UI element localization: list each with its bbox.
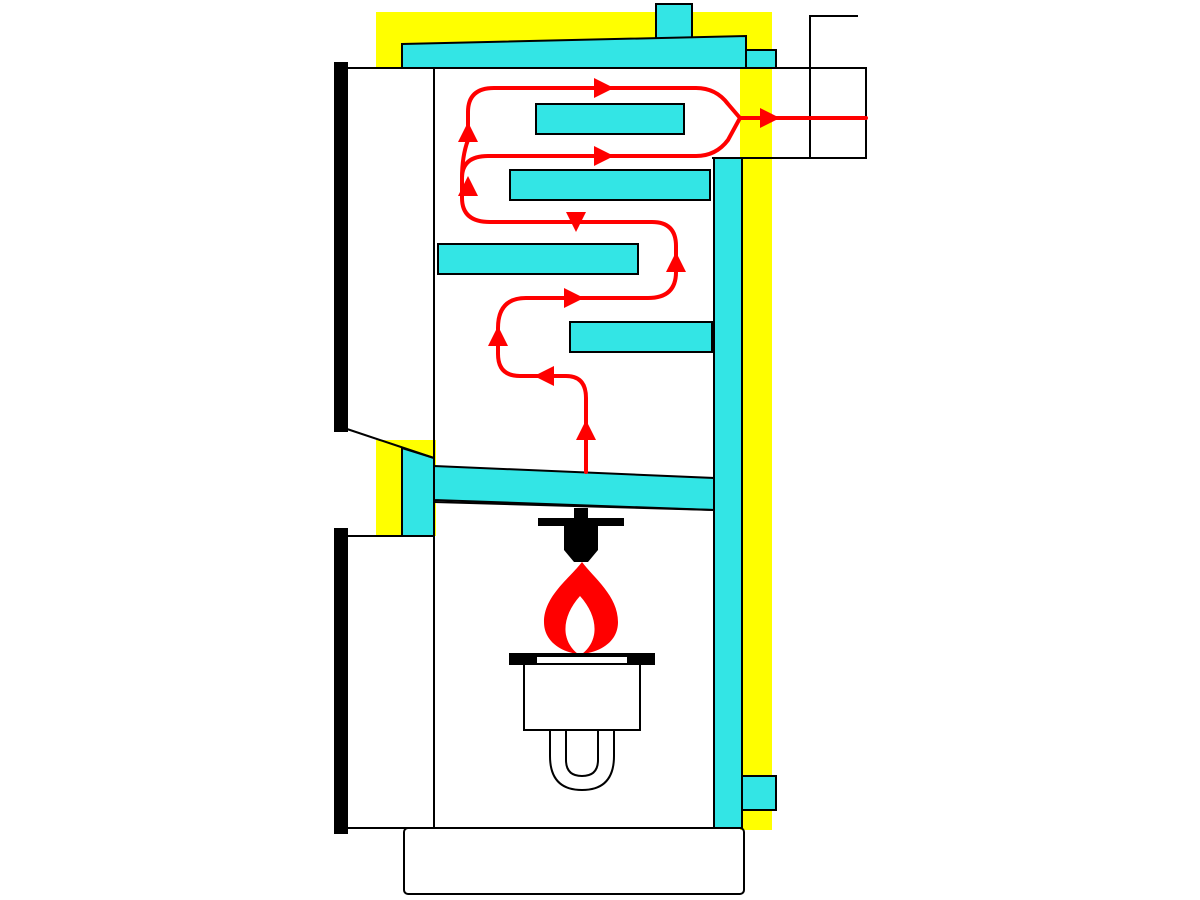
element-inner-loop [565,730,599,778]
arrow-icon [534,366,554,386]
nozzle-mount [538,518,624,526]
lower-door-panel [334,528,348,834]
arrow-icon [576,420,596,440]
arrow-icon [458,176,478,196]
arrow-icon [564,288,584,308]
flame-icon [544,562,618,654]
chimney-pipe [809,15,858,68]
arrow-icon [488,326,508,346]
nozzle-stem [574,508,588,520]
flue-outlet [712,67,867,159]
pot-body [523,663,641,731]
heating-element-icon [549,730,615,792]
baffle-2 [509,169,711,201]
flow-pipe-top [655,3,693,43]
flame-shape [544,562,618,654]
casing [343,15,867,895]
element-outer-loop [549,730,615,792]
arrow-icon [666,252,686,272]
baffle-1 [535,103,685,135]
water-jacket [401,3,777,829]
base-feet [403,827,745,895]
jacket-right-wall [713,157,743,829]
return-pipe-stub [741,775,777,811]
arrow-icon [458,122,478,142]
flue-gas-connector [460,138,470,180]
upper-door-panel [334,62,348,432]
flow-arrows [458,78,780,440]
baffle-3 [437,243,639,275]
nozzle-icon [538,508,624,562]
firebox-top [433,501,715,511]
jacket-left-stub [401,446,435,537]
baffle-4 [569,321,713,353]
jacket-top-right-stub [745,49,777,69]
burner-pot-icon [509,653,655,731]
arrow-icon [594,146,614,166]
arrow-icon [566,212,586,232]
upper-door-bottom [343,427,435,459]
insulation-right [740,12,772,830]
nozzle-tip [564,526,598,562]
arrow-icon [760,108,780,128]
arrow-icon [594,78,614,98]
